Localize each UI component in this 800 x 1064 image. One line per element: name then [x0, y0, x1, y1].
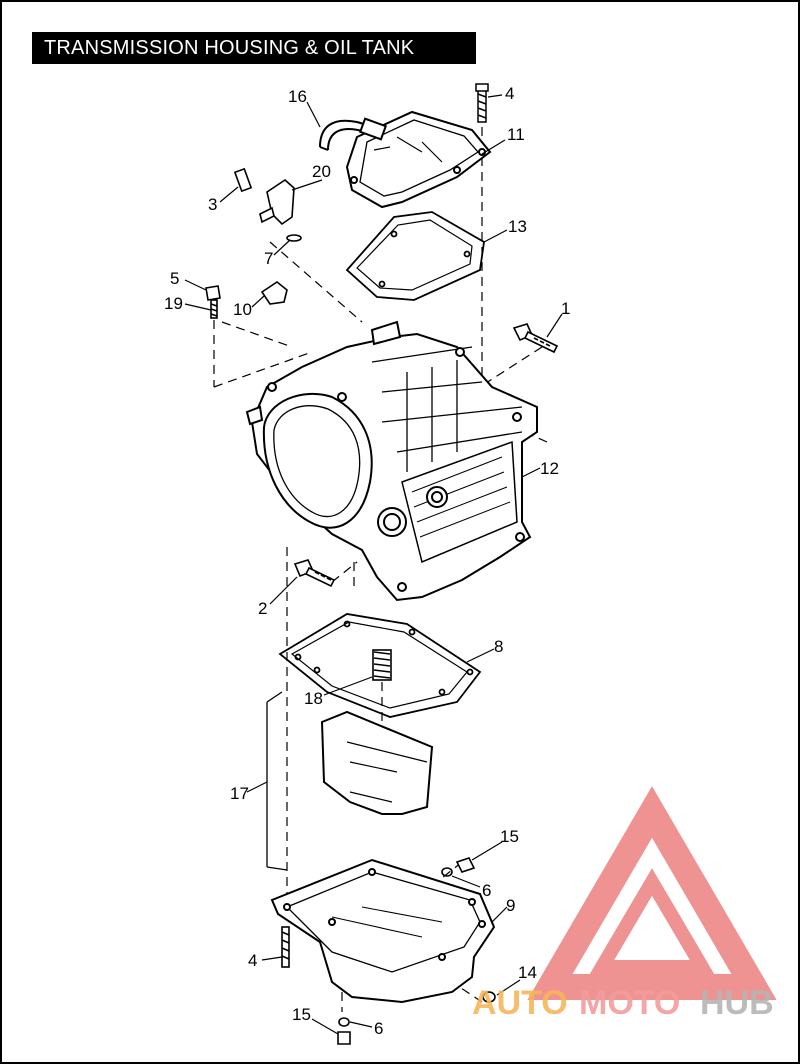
callout-6-upper: 6	[482, 881, 491, 900]
breather-hose-part	[319, 119, 375, 151]
top-gasket-part	[345, 211, 485, 301]
oil-pan-part	[270, 858, 496, 1004]
callout-10: 10	[233, 300, 252, 319]
top-bolt-part	[475, 83, 489, 123]
watermark-text: AUTO MOTO HUB	[472, 984, 774, 1022]
watermark-moto: MOTO	[579, 984, 680, 1022]
callout-3: 3	[208, 195, 217, 214]
callout-12: 12	[540, 459, 559, 478]
callout-4-top: 4	[505, 84, 514, 103]
callout-labels: 16 4 11 20 3 7 13 5 19 10 1 12 2 8 18 17…	[164, 84, 570, 1038]
callout-15-lower: 15	[292, 1005, 311, 1024]
callout-16: 16	[288, 87, 307, 106]
watermark-hub: HUB	[700, 984, 774, 1022]
drain-plug-parts	[281, 857, 496, 1045]
transmission-housing-part	[245, 320, 538, 602]
callout-2: 2	[258, 599, 267, 618]
small-fittings-part	[205, 281, 288, 319]
callout-5: 5	[170, 269, 179, 288]
callout-1: 1	[561, 299, 570, 318]
callout-19: 19	[164, 294, 183, 313]
callout-7: 7	[264, 249, 273, 268]
callout-11: 11	[507, 125, 525, 144]
top-cover-part	[345, 110, 492, 209]
callout-8: 8	[494, 637, 503, 656]
callout-14: 14	[518, 963, 537, 982]
watermark-logo	[527, 786, 777, 1000]
spring-part	[372, 649, 392, 681]
diagram-title: TRANSMISSION HOUSING & OIL TANK	[32, 32, 476, 64]
callout-9: 9	[506, 896, 515, 915]
watermark-triangle-icon	[527, 786, 777, 1000]
watermark-auto: AUTO	[472, 984, 568, 1022]
oil-pan-gasket-part	[278, 613, 482, 718]
callout-15-upper: 15	[500, 827, 519, 846]
callout-20: 20	[312, 162, 331, 181]
right-bolt-part	[512, 323, 559, 354]
lower-bolt-part	[293, 559, 336, 588]
neutral-switch-part	[233, 167, 302, 242]
callout-18: 18	[304, 689, 323, 708]
callout-4-bottom: 4	[248, 951, 257, 970]
callout-17: 17	[230, 784, 249, 803]
baffle-part	[266, 691, 434, 871]
callout-13: 13	[508, 217, 527, 236]
callout-6-lower: 6	[374, 1019, 383, 1038]
